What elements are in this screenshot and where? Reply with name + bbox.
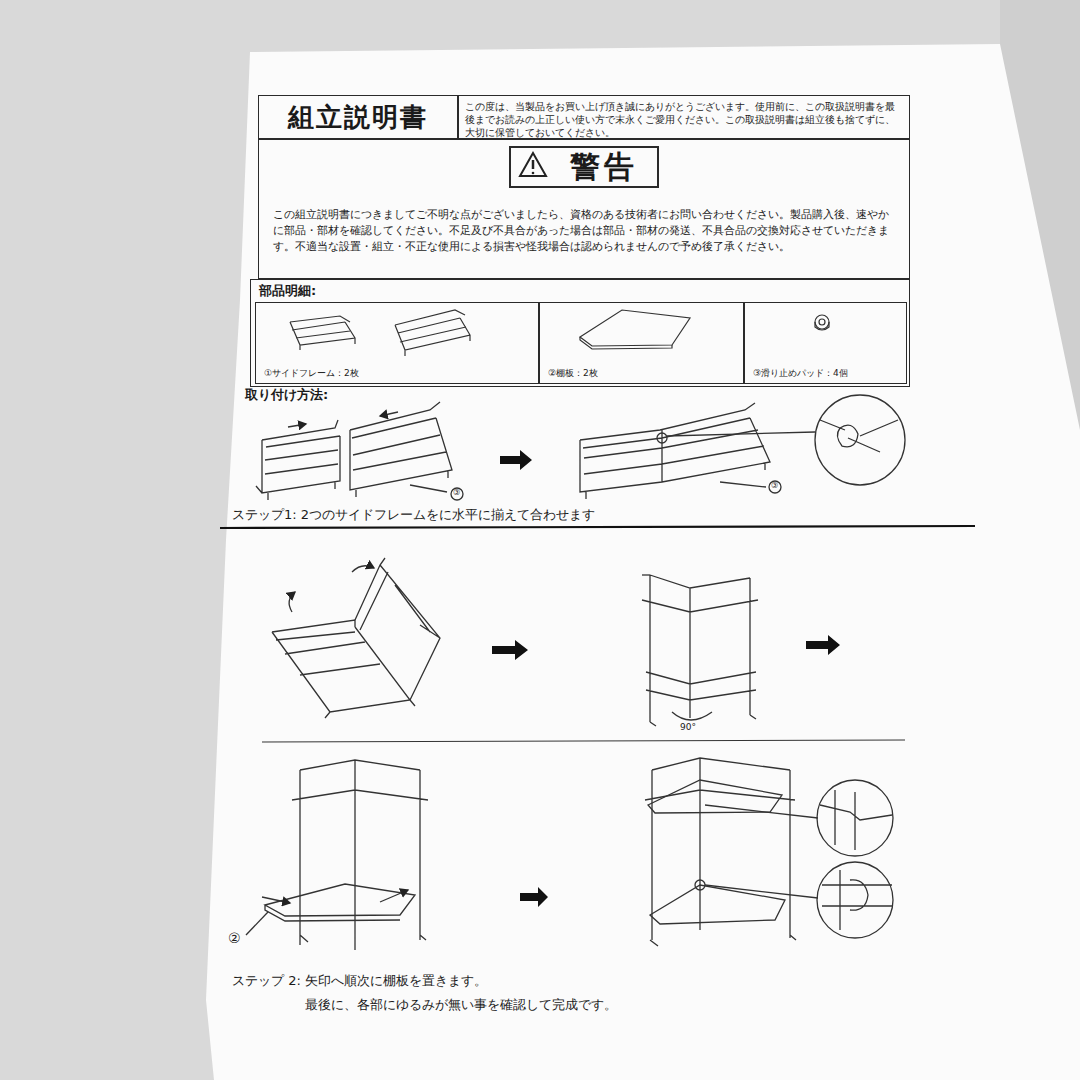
angle-label: 90° — [680, 722, 696, 732]
step-text: ステップ1: 2つのサイドフレームをに水平に揃えて合わせます — [232, 506, 595, 524]
step-text: 最後に、各部にゆるみが無い事を確認して完成です。 — [305, 996, 617, 1014]
box-text: 部品明細: — [259, 282, 901, 300]
callout-number: ③ — [771, 481, 778, 490]
title-cell: 組立説明書 — [258, 95, 458, 139]
box-text: この組立説明書につきましてご不明な点がございましたら、資格のある技術者にお問い合… — [273, 206, 899, 254]
section-heading: 取り付け方法: — [245, 386, 328, 404]
parts-cell: ①サイドフレーム：2枚 — [255, 302, 539, 384]
callout-number: ② — [228, 930, 241, 946]
warning-label: 警告 — [509, 146, 659, 188]
step-text: ステップ 2: 矢印へ順次に棚板を置きます。 — [232, 972, 487, 990]
box-text: ③滑り止めパッド：4個 — [753, 367, 898, 380]
parts-cell: ②棚板：2枚 — [539, 302, 744, 384]
callout-number: ③ — [453, 488, 460, 497]
box-text: ②棚板：2枚 — [548, 367, 735, 380]
box-text: 警告 — [570, 159, 638, 175]
parts-cell: ③滑り止めパッド：4個 — [744, 302, 907, 384]
parts-table: 部品明細: ①サイドフレーム：2枚 ②棚板：2枚 ③滑り止めパッド：4個 — [250, 279, 910, 387]
intro-cell: この度は、当製品をお買い上げ頂き誠にありがとうございます。使用前に、この取扱説明… — [458, 95, 910, 139]
warning-box: この組立説明書につきましてご不明な点がございましたら、資格のある技術者にお問い合… — [258, 139, 910, 279]
box-text: ①サイドフレーム：2枚 — [264, 367, 530, 380]
box-text: 組立説明書 — [288, 100, 428, 135]
box-text: この度は、当製品をお買い上げ頂き誠にありがとうございます。使用前に、この取扱説明… — [465, 100, 903, 139]
